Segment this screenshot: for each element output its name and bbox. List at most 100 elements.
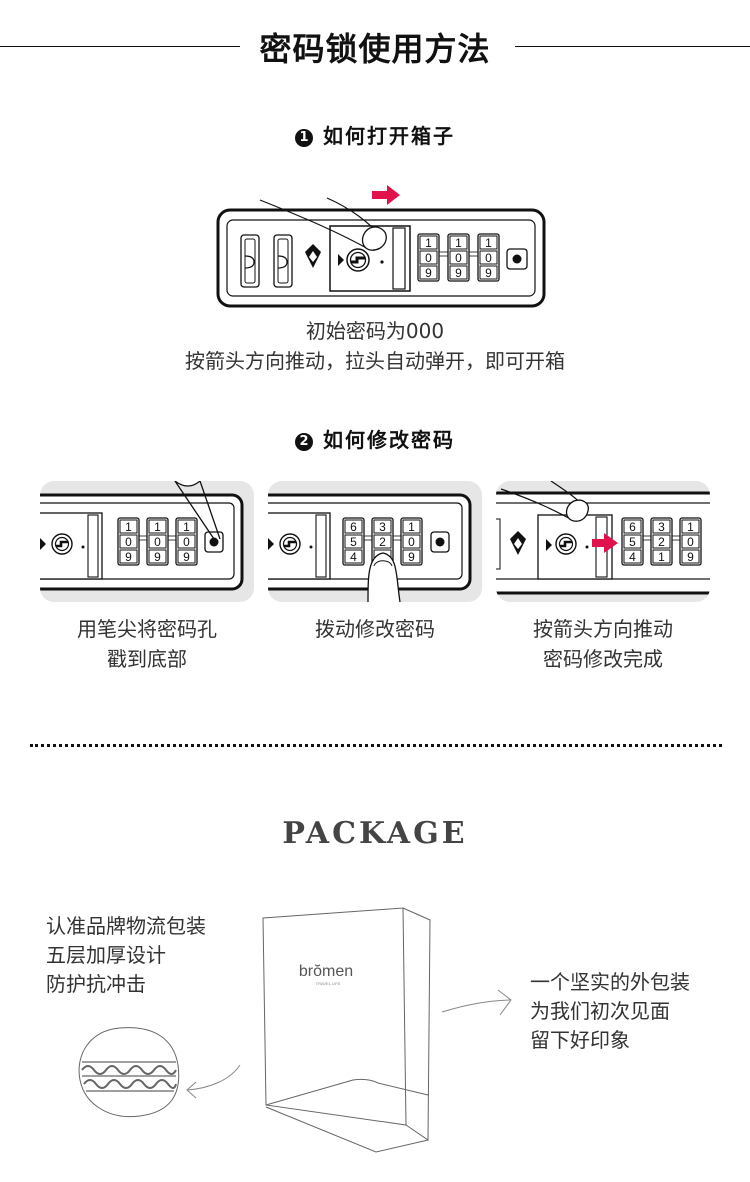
finger-icon [367, 552, 401, 602]
dial-digit: 9 [455, 266, 462, 280]
dial-digit-box [449, 265, 468, 280]
dial-digit-box [479, 235, 498, 250]
package-left-text: 认准品牌物流包装 五层加厚设计 防护抗冲击 [46, 912, 206, 999]
text-line: 防护抗冲击 [46, 972, 146, 996]
dial-digit-box [148, 534, 167, 549]
dial-digit-box [623, 534, 642, 549]
dial-digit-box [373, 534, 392, 549]
dial-digit: 9 [183, 550, 190, 564]
dial-digit-box [681, 549, 700, 564]
caption-line: 按箭头方向推动 [533, 617, 673, 641]
dial-digit-box [119, 534, 138, 549]
dial-digit: 9 [425, 266, 432, 280]
caption-line: 按箭头方向推动，拉头自动弹开，即可开箱 [185, 349, 565, 373]
section-divider [30, 744, 722, 747]
dial-digit: 1 [125, 520, 132, 534]
package-title: PACKAGE [282, 816, 468, 851]
dial-digit: 3 [379, 520, 386, 534]
step2-heading-text: 如何修改密码 [323, 428, 455, 452]
dial-digit: 4 [629, 550, 636, 564]
dial-digit-box [681, 534, 700, 549]
header-rule-left [0, 46, 240, 47]
curved-arrow-icon [441, 989, 512, 1016]
text-line: 一个坚实的外包装 [530, 970, 690, 994]
dial-digit-box [419, 235, 438, 250]
dial-digit-box [402, 549, 421, 564]
corrugated-layers-illustration [78, 1027, 241, 1118]
step1-heading: 1 如何打开箱子 [0, 120, 750, 149]
dial-digit-box [623, 549, 642, 564]
dial-digit: 1 [658, 550, 665, 564]
dial-digit-box [419, 250, 438, 265]
dial-connector [438, 251, 449, 257]
step-number-badge: 2 [295, 433, 313, 451]
dial-digit-box [148, 519, 167, 534]
dial-digit: 0 [485, 251, 492, 265]
dial-digit-box [344, 534, 363, 549]
caption-line: 用笔尖将密码孔 [77, 617, 217, 641]
push-arrow-icon [592, 533, 618, 553]
caption-line: 戳到底部 [107, 647, 187, 671]
step-number-badge: 1 [295, 129, 313, 147]
dial-digit-box [402, 519, 421, 534]
dial-connector [392, 535, 402, 541]
text-line: 为我们初次见面 [530, 999, 670, 1023]
dial-digit: 1 [408, 520, 415, 534]
dial-digit: 1 [455, 236, 462, 250]
step2-heading: 2 如何修改密码 [0, 424, 750, 453]
dial-digit: 0 [154, 535, 161, 549]
dial-digit-box [177, 549, 196, 564]
dial-connector [671, 535, 681, 541]
zipper-slot-icon [240, 234, 293, 288]
dial-digit: 5 [350, 535, 357, 549]
dial-digit: 9 [154, 550, 161, 564]
dial-digit-box [148, 549, 167, 564]
dial-digit: 9 [408, 550, 415, 564]
dial-digit-box [479, 250, 498, 265]
dial-digit-box [419, 265, 438, 280]
keyhole-icon [346, 248, 370, 272]
dial-digit-box [402, 534, 421, 549]
dial-digit-box [652, 519, 671, 534]
package-right-text: 一个坚实的外包装 为我们初次见面 留下好印象 [530, 968, 690, 1055]
finger-icon [259, 197, 387, 251]
dial-digit-box [119, 549, 138, 564]
dial-digit: 1 [687, 520, 694, 534]
caption-line: 拨动修改密码 [315, 617, 435, 641]
step1-caption: 初始密码为000 按箭头方向推动，拉头自动弹开，即可开箱 [0, 316, 750, 376]
brand-tagline: TRAVEL LIFE [316, 981, 341, 986]
dial-digit: 1 [485, 236, 492, 250]
dial-digit-box [479, 265, 498, 280]
dial-digit-box [652, 549, 671, 564]
page-title: 密码锁使用方法 [259, 30, 491, 68]
dial-digit-box [119, 519, 138, 534]
box-outline-icon [262, 907, 431, 1153]
dial-digit-box [177, 534, 196, 549]
dial-digit: 0 [408, 535, 415, 549]
package-box-illustration: brŏmen TRAVEL LIFE [262, 907, 431, 1153]
dial-digit: 9 [687, 550, 694, 564]
finger-icon [500, 481, 589, 522]
reset-hole-icon [430, 531, 450, 553]
panel-3-caption: 按箭头方向推动 密码修改完成 [496, 614, 710, 674]
text-line: 认准品牌物流包装 [46, 914, 206, 938]
panel-1-caption: 用笔尖将密码孔 戳到底部 [40, 614, 254, 674]
dial-digit: 0 [455, 251, 462, 265]
caption-line: 密码修改完成 [543, 647, 663, 671]
dial-connector [167, 535, 177, 541]
panel-2-caption: 拨动修改密码 [268, 614, 482, 644]
dial-connector [363, 535, 373, 541]
step1-heading-text: 如何打开箱子 [323, 124, 455, 148]
caption-line: 初始密码为000 [305, 319, 445, 343]
header-rule-right [515, 46, 750, 47]
push-arrow-icon [372, 185, 400, 205]
text-line: 五层加厚设计 [46, 943, 166, 967]
